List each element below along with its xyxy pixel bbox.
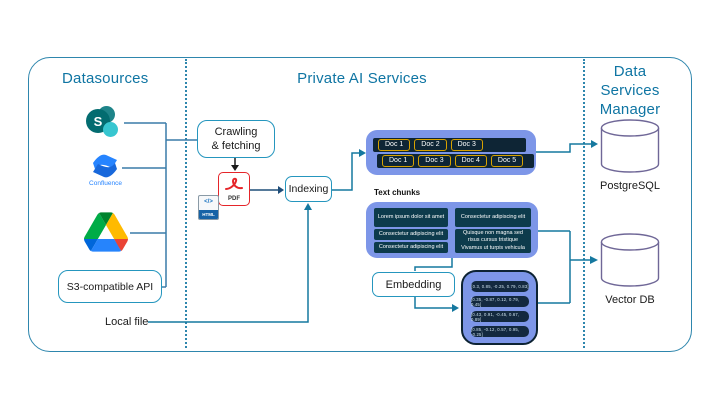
text-chunk: Quisque non magna sed risus cursus trist… [455, 229, 531, 253]
indexing-box: Indexing [285, 176, 332, 202]
vector-embeddings-container: [0.3, 0.85, -0.25, 0.79, 0.83] [0.35, -0… [461, 270, 538, 345]
local-file-label: Local file [105, 316, 149, 328]
s3-api-box: S3-compatible API [58, 270, 162, 303]
text-chunk: Consectetur adipiscing elit [374, 242, 448, 253]
embedding-box: Embedding [372, 272, 455, 297]
private-ai-title: Private AI Services [297, 70, 427, 87]
vector-pill: [0.43, 0.91, -0.45, 0.67, 0.89] [471, 311, 529, 322]
html-code-glyph: </> [204, 199, 213, 205]
sharepoint-letter: S [93, 113, 103, 129]
sharepoint-icon: S [86, 105, 126, 141]
vector-db-label: Vector DB [605, 294, 655, 306]
data-services-manager-title: Data Services Manager [599, 63, 661, 118]
vector-pill: [0.3, 0.85, -0.25, 0.79, 0.83] [471, 281, 529, 292]
postgresql-label: PostgreSQL [600, 180, 660, 192]
sharepoint-circle-bottom [103, 122, 118, 137]
doc-pill: Doc 3 [450, 139, 483, 151]
doc-pill: Doc 1 [382, 155, 415, 167]
crawling-line1: Crawling [214, 125, 258, 138]
text-chunks-container: Lorem ipsum dolor sit amet Consectetur a… [366, 202, 538, 258]
html-file-icon: </> HTML [198, 195, 219, 220]
section-divider-right [583, 59, 585, 348]
doc-pill: Doc 1 [378, 139, 411, 151]
confluence-label: Confluence [89, 180, 122, 187]
vector-db-cylinder-icon [600, 233, 660, 287]
crawling-line2: & fetching [211, 140, 261, 152]
doc-pill: Doc 3 [418, 155, 451, 167]
doc-pill: Doc 2 [414, 139, 447, 151]
text-chunk: Lorem ipsum dolor sit amet [374, 208, 448, 227]
postgresql-cylinder-icon [600, 119, 660, 173]
datasources-title: Datasources [62, 70, 149, 87]
text-chunk: Consectetur adipiscing elit [374, 229, 448, 240]
acrobat-glyph-icon [225, 177, 243, 190]
doc-pill: Doc 5 [490, 155, 524, 167]
section-divider-left [185, 59, 187, 348]
doc-pill: Doc 4 [454, 155, 487, 167]
s3-api-label: S3-compatible API [66, 280, 154, 293]
vector-pill: [0.35, -0.87, 0.12, 0.79, 0.45] [471, 296, 529, 307]
html-band-label: HTML [199, 210, 218, 219]
text-chunks-label: Text chunks [374, 188, 421, 197]
doc-chunks-row-2: Doc 1 Doc 3 Doc 4 Doc 5 [377, 154, 534, 168]
crawling-fetching-box: Crawling & fetching [197, 120, 275, 158]
pdf-file-icon: PDF [218, 172, 250, 206]
indexing-label: Indexing [288, 183, 329, 195]
text-chunk: Consectetur adipiscing elit [455, 208, 531, 227]
doc-chunks-container: Doc 1 Doc 2 Doc 3 Doc 1 Doc 3 Doc 4 Doc … [366, 130, 536, 175]
doc-chunks-row-1: Doc 1 Doc 2 Doc 3 [373, 138, 526, 152]
pdf-label: PDF [228, 196, 240, 202]
diagram-frame [28, 57, 692, 352]
google-drive-icon [84, 212, 128, 252]
embedding-label: Embedding [385, 278, 442, 291]
confluence-icon [93, 154, 117, 178]
vector-pill: [0.85, -0.12, 0.57, 0.95, -0.25] [471, 326, 529, 337]
